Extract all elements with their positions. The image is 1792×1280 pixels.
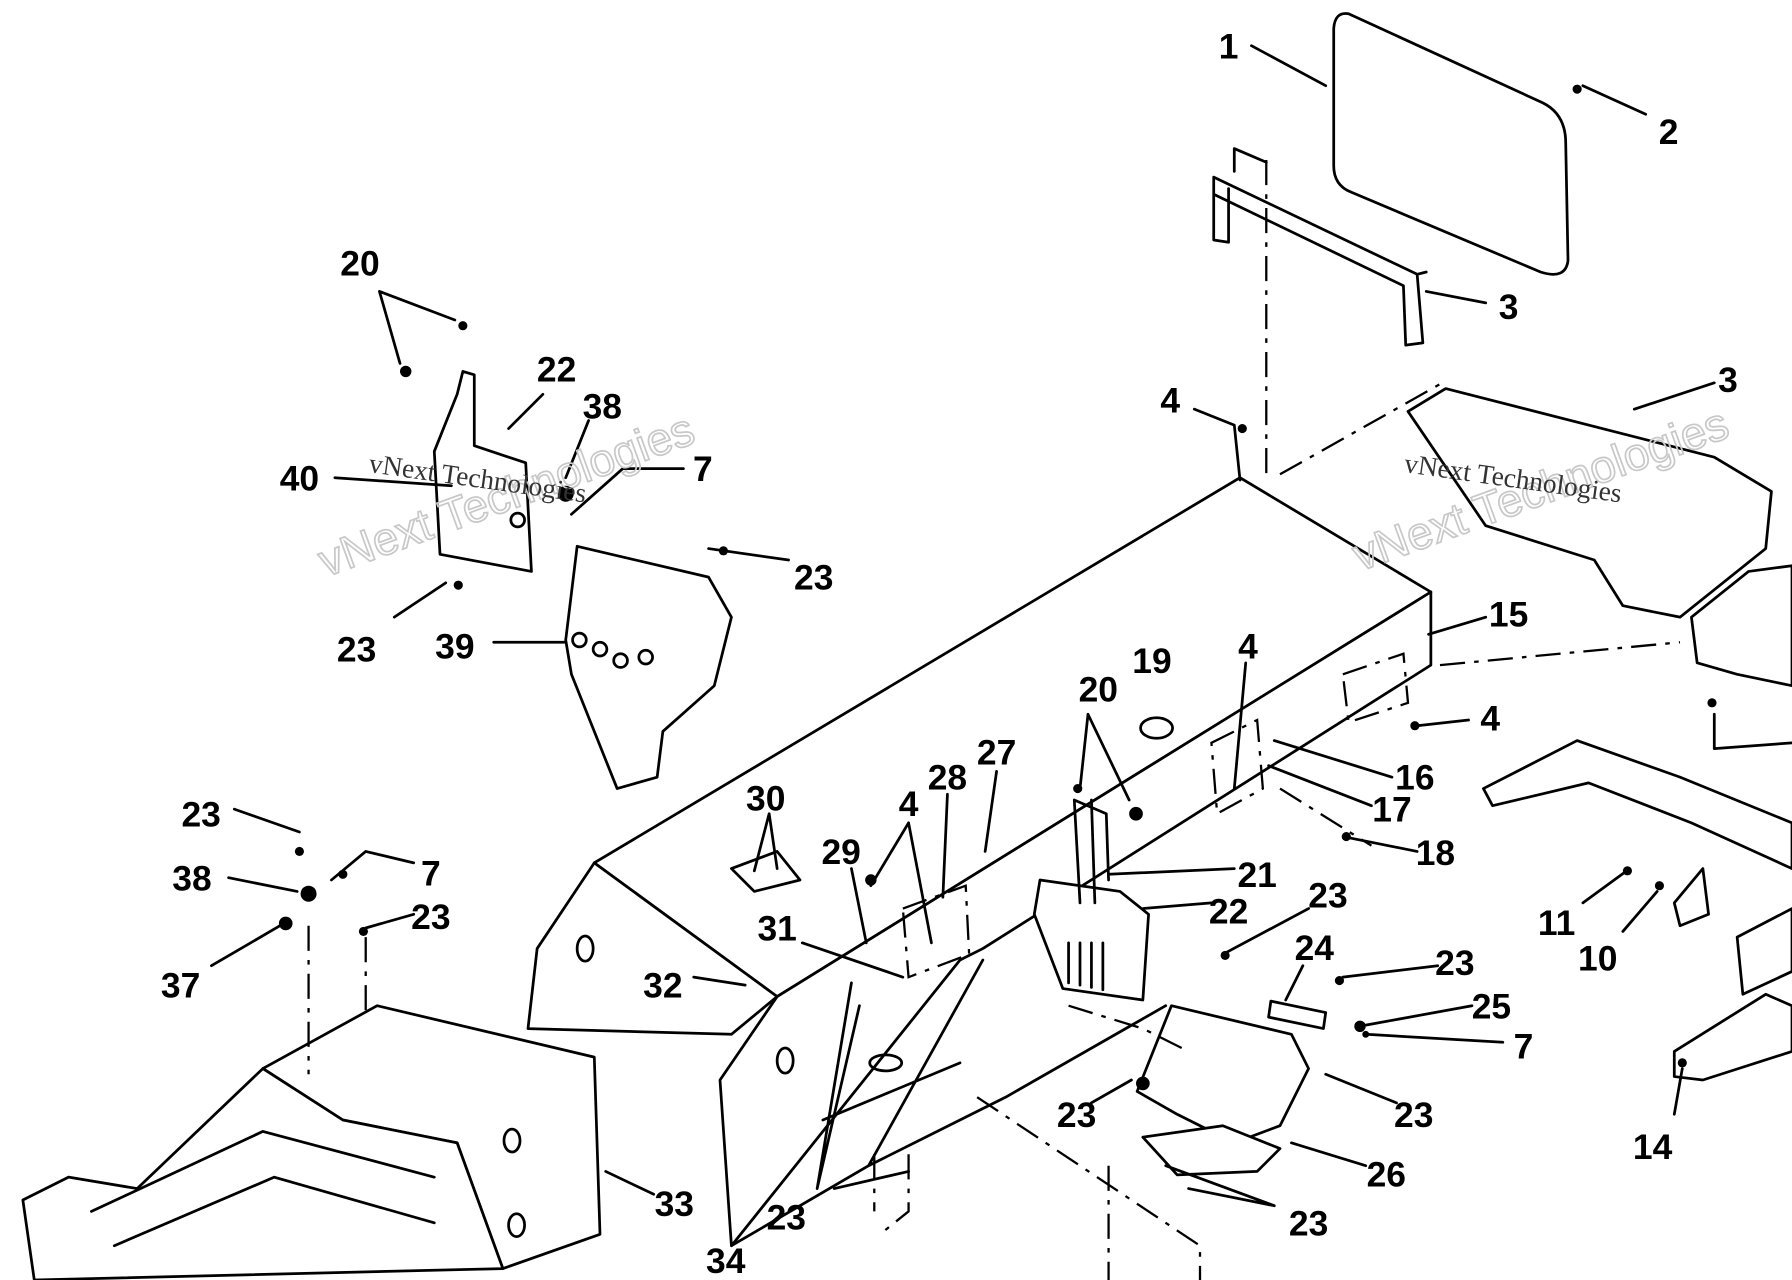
hole [575, 934, 595, 963]
part-10-bracket [1672, 867, 1710, 928]
callout-label-34: 34 [706, 1241, 746, 1280]
callout-label-24: 24 [1295, 928, 1335, 968]
fastener-dots [278, 84, 1717, 1091]
callout-label-23: 23 [1289, 1203, 1328, 1243]
part-12-rail [1735, 907, 1792, 996]
callout-label-32: 32 [643, 966, 682, 1006]
callout-label-37: 37 [161, 966, 200, 1006]
callout-label-18: 18 [1416, 833, 1455, 873]
callout-label-31: 31 [757, 909, 796, 949]
callout-label-7: 7 [421, 854, 441, 894]
hole [509, 511, 526, 529]
callout-label-11: 11 [1538, 903, 1575, 943]
callout-label-23: 23 [1057, 1095, 1096, 1135]
part-21-lever [1032, 878, 1150, 1002]
hole [637, 648, 654, 666]
callout-label-28: 28 [928, 758, 967, 798]
part-3-plate-right [1406, 387, 1773, 619]
part-24-plate [1267, 999, 1328, 1030]
callout-label-4: 4 [1238, 626, 1258, 666]
callout-label-23: 23 [767, 1198, 806, 1238]
hole [868, 1053, 904, 1073]
callout-label-21: 21 [1237, 855, 1276, 895]
callout-label-10: 10 [1578, 938, 1617, 978]
callout-label-7: 7 [693, 449, 713, 489]
part-15-main-frame-side [718, 590, 1433, 1248]
hole [591, 640, 609, 658]
callout-label-23: 23 [337, 630, 376, 670]
part-39-bracket [564, 544, 733, 790]
callout-label-14: 14 [1633, 1127, 1673, 1167]
part-frame-rail [1482, 739, 1792, 870]
callout-label-39: 39 [435, 626, 474, 666]
part-26-bracket [1135, 1004, 1310, 1145]
callout-label-27: 27 [977, 733, 1016, 773]
callout-label-4: 4 [899, 784, 919, 824]
callout-label-23: 23 [1308, 875, 1347, 915]
part-16-plate [1210, 718, 1265, 816]
hole [775, 1046, 795, 1075]
callout-label-22: 22 [1209, 891, 1248, 931]
callout-label-29: 29 [821, 832, 860, 872]
part-15-frame-end [526, 861, 779, 1036]
leader-lines [210, 44, 1792, 1208]
part-3-bracket [1212, 147, 1428, 347]
hole [507, 1212, 526, 1238]
hole [571, 631, 588, 649]
callout-label-3: 3 [1718, 360, 1738, 400]
hole [502, 1127, 522, 1154]
callout-label-40: 40 [280, 458, 319, 498]
callout-label-38: 38 [583, 386, 622, 426]
callout-label-3: 3 [1499, 287, 1519, 327]
callout-label-23: 23 [411, 897, 450, 937]
callout-label-17: 17 [1372, 790, 1411, 830]
dashed-guides [307, 160, 1681, 1280]
part-15-frame-lower [730, 958, 1168, 1248]
callout-label-33: 33 [655, 1184, 694, 1224]
part-1-plate [1332, 12, 1570, 276]
part-33-seat [21, 1067, 505, 1280]
callout-label-19: 19 [1132, 641, 1171, 681]
part-40-lever [432, 370, 533, 573]
slots [1067, 941, 1105, 992]
callout-label-26: 26 [1367, 1154, 1406, 1194]
callout-label-4: 4 [1160, 381, 1180, 421]
callout-label-20: 20 [340, 243, 379, 283]
callout-label-7: 7 [1514, 1026, 1534, 1066]
callout-label-16: 16 [1395, 758, 1434, 798]
callout-label-1: 1 [1219, 26, 1239, 66]
callout-label-15: 15 [1489, 594, 1528, 634]
callout-label-25: 25 [1472, 986, 1511, 1026]
callout-label-22: 22 [537, 350, 576, 390]
callout-label-4: 4 [1480, 698, 1500, 738]
callout-label-23: 23 [1435, 943, 1474, 983]
part-shapes [21, 12, 1792, 1280]
callout-label-38: 38 [172, 858, 211, 898]
part-33-detail [90, 1130, 436, 1248]
part-30-clip [730, 850, 802, 893]
callout-label-23: 23 [1394, 1095, 1433, 1135]
callout-label-20: 20 [1079, 670, 1118, 710]
callout-label-23: 23 [794, 558, 833, 598]
part-right-bracket [1690, 564, 1792, 688]
hole [612, 652, 629, 669]
part-19-grommet [1139, 716, 1174, 740]
callout-label-23: 23 [181, 794, 220, 834]
part-14-tube [1672, 992, 1792, 1082]
part-21-handle [1072, 798, 1110, 905]
callout-label-30: 30 [746, 778, 785, 818]
part-17-plate [1341, 652, 1410, 724]
callout-label-2: 2 [1659, 112, 1679, 152]
